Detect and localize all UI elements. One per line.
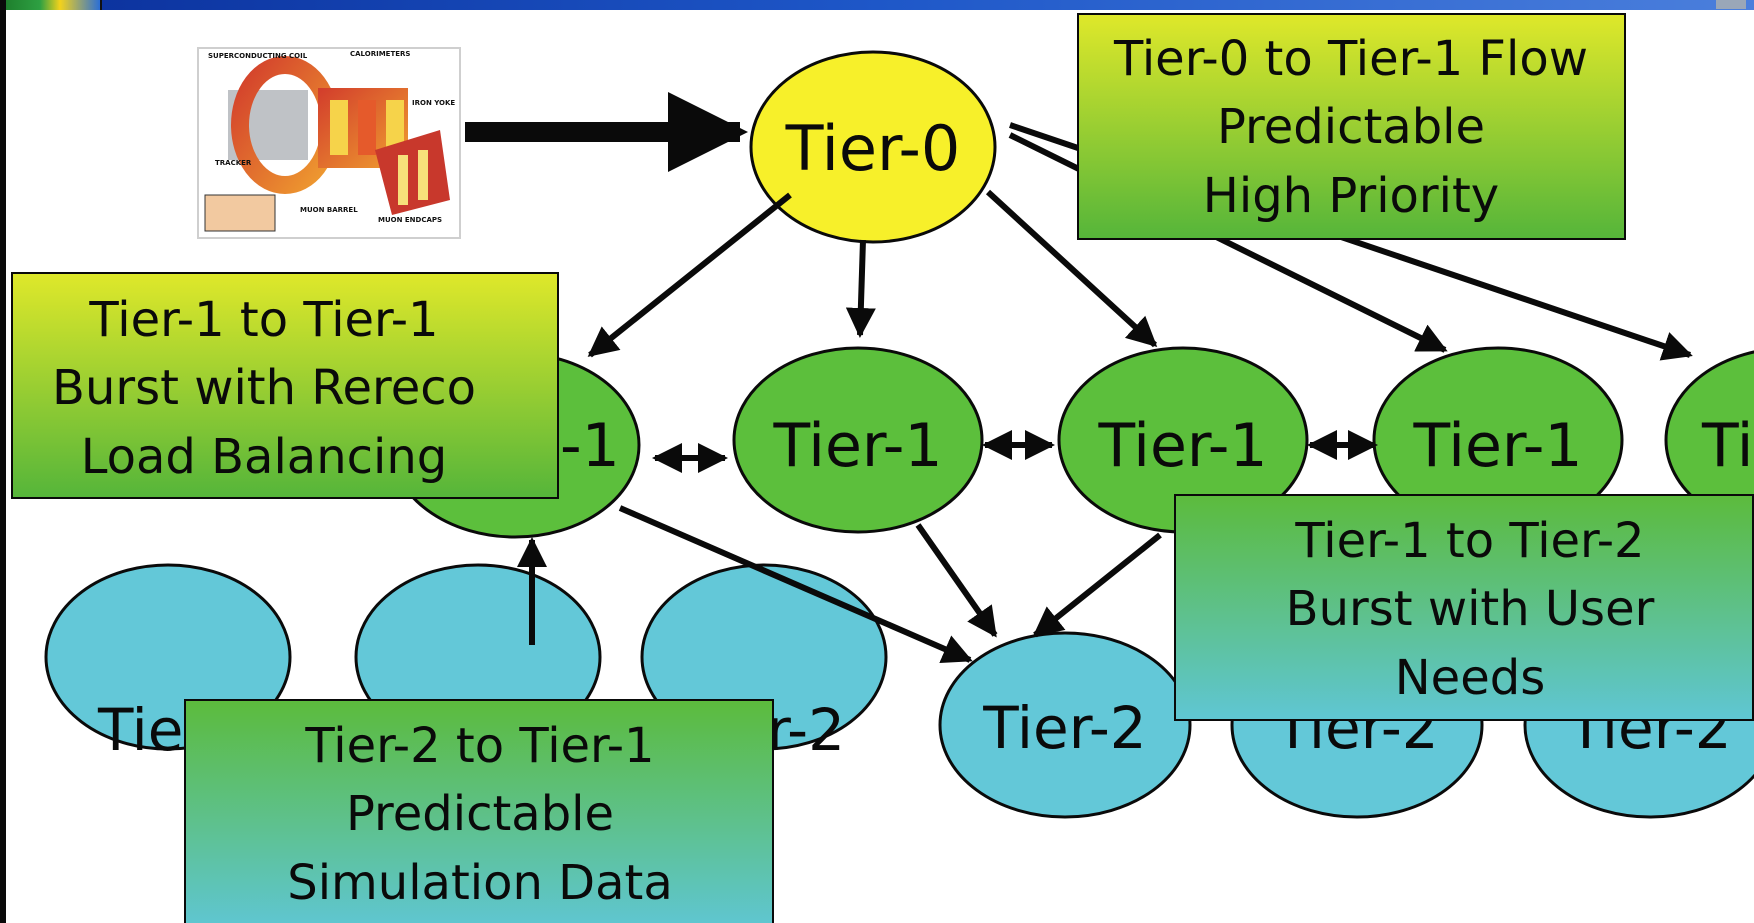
detector-image: SUPERCONDUCTING COIL CALORIMETERS TRACKE… — [197, 47, 461, 239]
callout-t0t1-line3: High Priority — [1203, 168, 1499, 224]
tier1-label-c: Tier-1 — [1097, 411, 1267, 481]
arrow-t1a-t2d — [618, 505, 973, 664]
callout-tier1-tier1: Tier-1 to Tier-1 Burst with Rereco Load … — [11, 272, 559, 499]
detector-labels: SUPERCONDUCTING COIL CALORIMETERS TRACKE… — [208, 50, 455, 224]
callout-t1t2-line1: Tier-1 to Tier-2 — [1294, 513, 1644, 569]
tier1-label-b: Tier-1 — [772, 411, 942, 481]
callout-t1t2-line3: Needs — [1395, 650, 1545, 706]
tier0-label: Tier-0 — [785, 112, 961, 185]
callout-t2t1-line3: Simulation Data — [287, 855, 673, 911]
arrow-t0-t1b — [845, 239, 876, 338]
callout-t0t1-line1: Tier-0 to Tier-1 Flow — [1113, 31, 1588, 87]
tier2-label-c: r-2 — [767, 696, 845, 764]
tier1-label-d: Tier-1 — [1412, 411, 1582, 481]
tier1-label-e: Ti — [1701, 411, 1753, 481]
corner-widget — [1716, 0, 1746, 9]
left-border — [0, 0, 6, 923]
detector-label-tracker: TRACKER — [215, 159, 252, 167]
callout-t1t1-line2: Burst with Rereco — [52, 360, 476, 416]
callout-tier0-tier1: Tier-0 to Tier-1 Flow Predictable High P… — [1077, 13, 1626, 240]
callout-t0t1-line2: Predictable — [1217, 99, 1485, 155]
tier0-node[interactable] — [749, 50, 997, 244]
tier1-row: Tier-1 Tier-1 Tier-1 Ti -1 — [389, 346, 1754, 539]
arrow-t1b-t2d — [915, 523, 998, 638]
detector-label-coil: SUPERCONDUCTING COIL — [208, 52, 308, 60]
detector-label-iron-yoke: IRON YOKE — [412, 99, 455, 107]
detector-label-muon-barrel: MUON BARREL — [300, 206, 358, 214]
callout-tier2-tier1: Tier-2 to Tier-1 Predictable Simulation … — [184, 699, 774, 923]
title-bar — [0, 0, 1754, 10]
callout-t2t1-line2: Predictable — [346, 786, 614, 842]
arrow-t0-t1a — [587, 192, 792, 358]
detector-label-muon-endcaps: MUON ENDCAPS — [378, 216, 442, 224]
corner-logo — [0, 0, 102, 10]
tier2-label-d: Tier-2 — [982, 694, 1146, 762]
tier1-label-a: -1 — [560, 411, 620, 481]
callout-t1t1-line3: Load Balancing — [81, 429, 448, 485]
callout-t2t1-line1: Tier-2 to Tier-1 — [304, 718, 654, 774]
tier2-label-a: Tie — [97, 696, 183, 764]
arrow-t1c-t2d — [1032, 532, 1162, 638]
detector-label-calorimeters: CALORIMETERS — [350, 50, 410, 58]
callout-t1t2-line2: Burst with User — [1286, 581, 1655, 637]
callout-tier1-tier2: Tier-1 to Tier-2 Burst with User Needs — [1174, 494, 1754, 721]
callout-t1t1-line1: Tier-1 to Tier-1 — [88, 292, 438, 348]
tier1-node-e[interactable] — [1664, 348, 1754, 532]
arrow-t0-t1c — [985, 189, 1158, 348]
